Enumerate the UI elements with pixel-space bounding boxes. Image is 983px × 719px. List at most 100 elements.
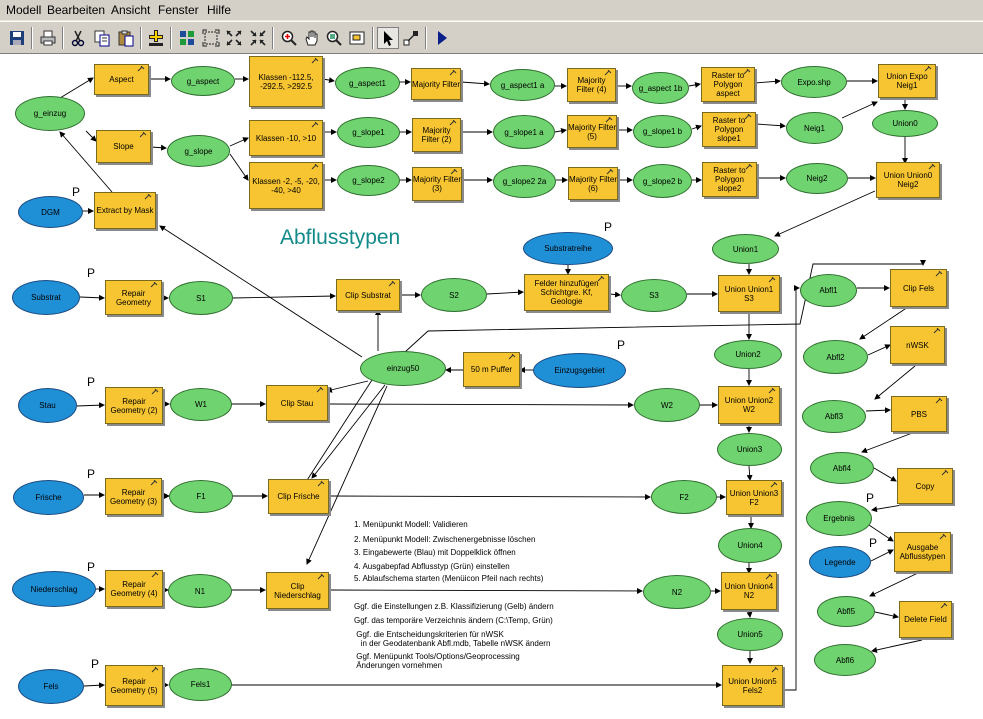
menu-bearbeiten[interactable]: Bearbeiten xyxy=(47,3,106,17)
data-g-aspect1a[interactable]: g_aspect1 a xyxy=(490,69,555,101)
tool-union-neig2[interactable]: Union Union0 Neig2 xyxy=(876,162,940,198)
data-g-slope2b[interactable]: g_slope2 b xyxy=(633,164,692,198)
input-niederschlag[interactable]: Niederschlag xyxy=(12,571,96,607)
data-union4[interactable]: Union4 xyxy=(718,528,782,563)
data-union5[interactable]: Union5 xyxy=(717,618,783,651)
model-canvas[interactable]: Aspect g_aspect Klassen -112.5, -292.5, … xyxy=(0,54,983,719)
zoom-fixed-icon[interactable] xyxy=(223,27,245,49)
data-expo-shp[interactable]: Expo.shp xyxy=(781,66,847,98)
tool-delete-field[interactable]: Delete Field xyxy=(899,601,952,638)
data-union3[interactable]: Union3 xyxy=(717,433,782,466)
data-g-slope2a[interactable]: g_slope2 2a xyxy=(493,165,556,198)
data-abfl1[interactable]: Abfl1 xyxy=(800,274,857,307)
data-g-slope[interactable]: g_slope xyxy=(167,135,230,167)
tool-union-f2[interactable]: Union Union3 F2 xyxy=(726,480,782,515)
connect-icon[interactable] xyxy=(400,27,422,49)
tool-klassen-aspect[interactable]: Klassen -112.5, -292.5, >292.5 xyxy=(249,56,323,107)
input-einzugsgebiet[interactable]: Einzugsgebiet xyxy=(533,353,626,388)
data-w1[interactable]: W1 xyxy=(170,388,232,421)
data-neig2[interactable]: Neig2 xyxy=(786,163,848,194)
input-frische[interactable]: Frische xyxy=(13,480,84,515)
tool-union-w2[interactable]: Union Union2 W2 xyxy=(718,386,780,424)
data-f2[interactable]: F2 xyxy=(651,480,717,514)
data-s3[interactable]: S3 xyxy=(621,279,687,312)
tool-clip-niederschlag[interactable]: Clip Niederschlag xyxy=(266,572,329,609)
data-g-slope1a[interactable]: g_slope1 a xyxy=(493,115,555,149)
tool-slope[interactable]: Slope xyxy=(96,130,151,163)
tool-extract-by-mask[interactable]: Extract by Mask xyxy=(94,192,156,229)
tool-majority-filter-4[interactable]: Majority Filter (4) xyxy=(567,68,616,102)
tool-aspect[interactable]: Aspect xyxy=(94,64,149,95)
data-g-einzug[interactable]: g_einzug xyxy=(15,96,85,131)
tool-clip-substrat[interactable]: Clip Substrat xyxy=(336,279,400,311)
save-icon[interactable] xyxy=(6,27,28,49)
data-n1[interactable]: N1 xyxy=(168,574,232,608)
data-g-slope2[interactable]: g_slope2 xyxy=(337,165,400,196)
tool-copy[interactable]: Copy xyxy=(897,468,953,504)
pan-icon[interactable] xyxy=(301,27,323,49)
select-icon[interactable] xyxy=(377,27,399,49)
data-g-slope1[interactable]: g_slope1 xyxy=(337,117,400,148)
data-abfl3[interactable]: Abfl3 xyxy=(802,400,866,433)
tool-klassen-slope2[interactable]: Klassen -2, -5, -20, -40, >40 xyxy=(249,162,323,209)
data-f1[interactable]: F1 xyxy=(169,480,233,513)
tool-majority-filter-2[interactable]: Majority Filter (2) xyxy=(412,118,461,152)
zoom-out-fixed-icon[interactable] xyxy=(247,27,269,49)
data-s2[interactable]: S2 xyxy=(421,278,487,312)
data-g-aspect[interactable]: g_aspect xyxy=(171,66,235,96)
data-abfl5[interactable]: Abfl5 xyxy=(817,596,875,627)
input-substratreihe[interactable]: Substratreihe xyxy=(523,232,613,265)
tool-repair-geometry-3[interactable]: Repair Geometry (3) xyxy=(105,478,162,515)
auto-layout-icon[interactable] xyxy=(176,27,198,49)
tool-majority-filter-3[interactable]: Majority Filter (3) xyxy=(412,167,462,201)
tool-repair-geometry-2[interactable]: Repair Geometry (2) xyxy=(105,387,163,424)
tool-clip-stau[interactable]: Clip Stau xyxy=(266,385,328,421)
data-neig1[interactable]: Neig1 xyxy=(786,112,843,144)
overview-icon[interactable] xyxy=(346,27,368,49)
tool-klassen-slope1[interactable]: Klassen -10, >10 xyxy=(249,120,323,156)
tool-ausgabe-abflusstypen[interactable]: Ausgabe Abflusstypen xyxy=(894,532,951,572)
data-s1[interactable]: S1 xyxy=(169,281,233,315)
tool-repair-geometry-5[interactable]: Repair Geometry (5) xyxy=(105,665,163,706)
input-substrat[interactable]: Substrat xyxy=(12,280,80,315)
tool-raster-aspect[interactable]: Raster to Polygon aspect xyxy=(701,67,755,102)
tool-raster-slope2[interactable]: Raster to Polygon slope2 xyxy=(702,162,757,197)
data-union1[interactable]: Union1 xyxy=(712,234,779,264)
tool-clip-frische[interactable]: Clip Frische xyxy=(268,479,329,514)
add-data-icon[interactable] xyxy=(145,27,167,49)
data-g-slope1b[interactable]: g_slope1 b xyxy=(633,115,692,148)
cut-icon[interactable] xyxy=(67,27,89,49)
data-abfl6[interactable]: Abfl6 xyxy=(814,644,876,676)
zoom-in-icon[interactable] xyxy=(278,27,300,49)
copy-icon[interactable] xyxy=(91,27,113,49)
data-einzug50[interactable]: einzug50 xyxy=(360,351,446,386)
tool-50m-puffer[interactable]: 50 m Puffer xyxy=(463,352,520,387)
tool-nwsk[interactable]: nWSK xyxy=(890,326,945,364)
data-abfl4[interactable]: Abfl4 xyxy=(810,452,874,484)
tool-raster-slope1[interactable]: Raster to Polygon slope1 xyxy=(702,112,756,147)
tool-majority-filter-5[interactable]: Majority Filter (5) xyxy=(567,115,617,148)
tool-union-s3[interactable]: Union Union1 S3 xyxy=(718,275,780,312)
input-stau[interactable]: Stau xyxy=(18,388,77,423)
tool-pbs[interactable]: PBS xyxy=(891,396,947,432)
data-union0[interactable]: Union0 xyxy=(872,110,938,137)
menu-hilfe[interactable]: Hilfe xyxy=(207,3,232,17)
data-ergebnis[interactable]: Ergebnis xyxy=(806,501,872,536)
tool-majority-filter-6[interactable]: Majority Filter (6) xyxy=(568,167,618,200)
data-abfl2[interactable]: Abfl2 xyxy=(803,340,868,374)
tool-union-expo[interactable]: Union Expo Neig1 xyxy=(878,64,936,98)
tool-repair-geometry[interactable]: Repair Geometry xyxy=(105,280,162,315)
menu-fenster[interactable]: Fenster xyxy=(158,3,199,17)
tool-felder-hinzufuegen[interactable]: Felder hinzufügen Schichtgre. Kf, Geolog… xyxy=(524,274,609,311)
paste-icon[interactable] xyxy=(115,27,137,49)
data-n2[interactable]: N2 xyxy=(643,575,711,609)
full-extent-icon[interactable] xyxy=(200,27,222,49)
data-w2[interactable]: W2 xyxy=(634,388,700,422)
data-g-aspect1b[interactable]: g_aspect 1b xyxy=(632,72,689,104)
tool-majority-filter[interactable]: Majority Filter xyxy=(411,68,461,100)
tool-union-n2[interactable]: Union Union4 N2 xyxy=(721,572,777,610)
data-union2[interactable]: Union2 xyxy=(714,340,782,369)
tool-repair-geometry-4[interactable]: Repair Geometry (4) xyxy=(105,570,163,607)
run-icon[interactable] xyxy=(431,27,453,49)
input-fels[interactable]: Fels xyxy=(18,669,84,704)
